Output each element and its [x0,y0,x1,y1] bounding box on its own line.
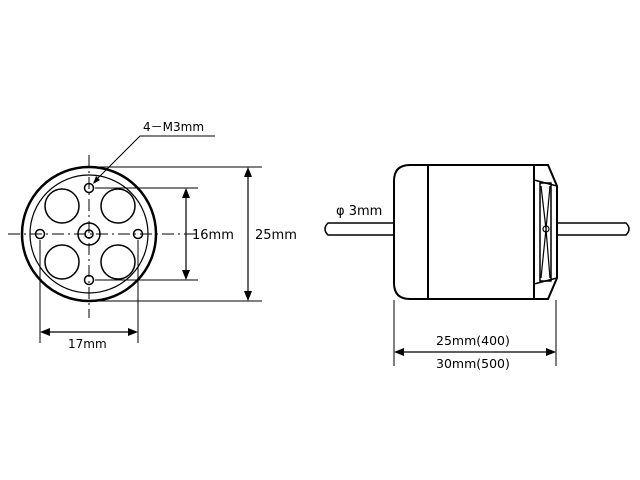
dim25-arrow-top [244,167,252,177]
width-dimension-label: 17mm [68,337,107,351]
center-boss [77,222,101,246]
motor-front-bell [393,164,428,300]
dim16-arrow-top [182,188,190,198]
holes-label: 4－M3mm [143,120,204,134]
rear-bearing-center [542,225,550,233]
mount-hole-right [132,228,144,240]
center-shaft [84,229,94,239]
vent-hole-bottom-left [44,244,80,280]
vent-hole-top-right [100,188,136,224]
inner-dimension-label: 16mm [192,228,234,243]
motor-rear-cap [534,164,558,300]
dim16-arrow-bottom [182,270,190,280]
side-view [324,164,630,366]
rear-bearing-window [539,182,552,282]
mount-hole-left [34,228,46,240]
shaft-diameter-label: φ 3mm [336,204,382,219]
mount-hole-top [83,182,95,194]
length-arrow-right [546,348,556,356]
shaft-left [324,222,394,236]
outer-dimension-label: 25mm [255,228,297,243]
length-arrow-left [394,348,404,356]
rear-bearing-v-right [545,185,551,279]
motor-face-inner-ring [29,174,149,294]
dim17-arrow-right [128,328,138,336]
vent-hole-bottom-right [100,244,136,280]
mount-hole-bottom [83,274,95,286]
motor-body [427,164,535,300]
dim17-arrow-left [40,328,50,336]
dim25-arrow-bottom [244,291,252,301]
vent-hole-top-left [44,188,80,224]
front-view [8,135,262,343]
holes-leader-line [93,135,215,183]
holes-leader-arrow [93,176,100,184]
length-label-long: 30mm(500) [436,356,510,371]
length-label-short: 25mm(400) [436,333,510,348]
shaft-right [556,222,630,236]
